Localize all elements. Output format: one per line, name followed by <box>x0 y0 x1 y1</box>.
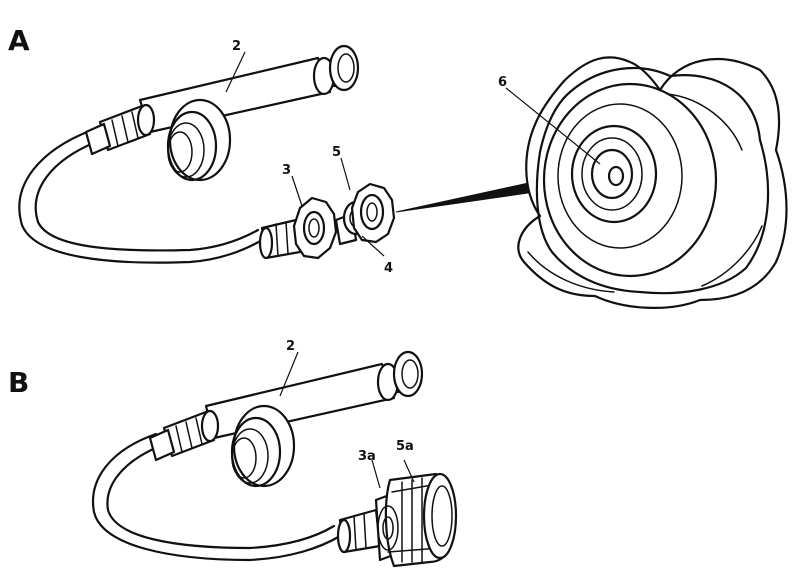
callout-a-4: 4 <box>384 261 393 276</box>
panel-b-pump <box>148 350 424 488</box>
callout-a-3: 3 <box>282 163 291 178</box>
callout-a-6: 6 <box>498 75 507 90</box>
callout-a-2: 2 <box>232 39 241 54</box>
panel-a-radiator-cap <box>517 56 788 309</box>
panel-a-hose <box>18 128 264 264</box>
callout-b-5a: 5a <box>396 439 414 454</box>
panel-a-pump <box>84 44 360 182</box>
panel-b-adapter <box>336 472 458 568</box>
panel-b-letter: B <box>8 366 29 399</box>
callout-a-5: 5 <box>332 145 341 160</box>
callout-b-2: 2 <box>286 339 295 354</box>
panel-b-hose <box>91 432 342 562</box>
panel-a: A 2 <box>8 24 788 309</box>
panel-a-letter: A <box>8 24 30 57</box>
callout-b-3a: 3a <box>358 449 376 464</box>
panel-a-adapter <box>258 182 396 260</box>
panel-b: B 2 <box>8 339 458 568</box>
